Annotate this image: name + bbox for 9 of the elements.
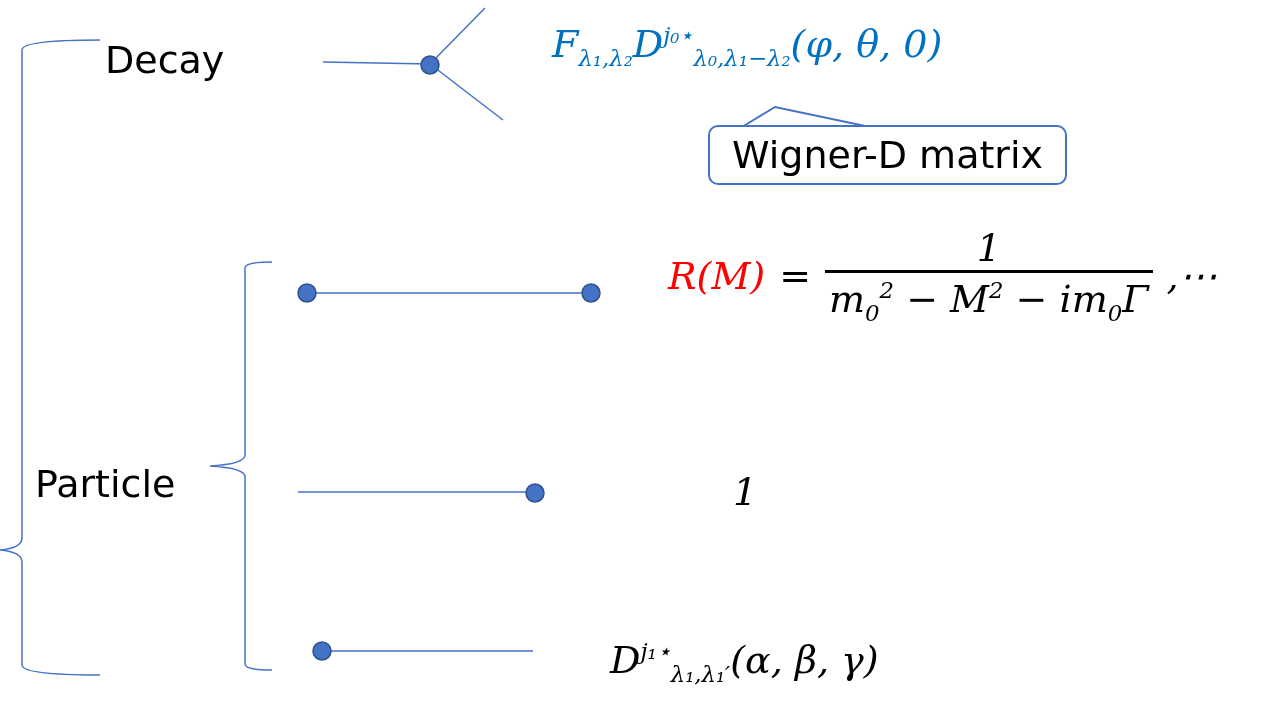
formula-symbol: R(M) (668, 253, 766, 298)
callout-box: Wigner-D matrix (708, 125, 1067, 185)
ellipsis: ,⋯ (1166, 253, 1217, 298)
equals-sign: = (779, 253, 811, 298)
denominator: m$_{0}$$^{2}$ − M$^{2}$ − im$_{0}$Γ (829, 277, 1149, 321)
numerator: 1 (976, 226, 1001, 270)
formula: 1 (733, 470, 758, 514)
label-text: Particle (35, 462, 176, 506)
label-text: Decay (105, 38, 225, 82)
